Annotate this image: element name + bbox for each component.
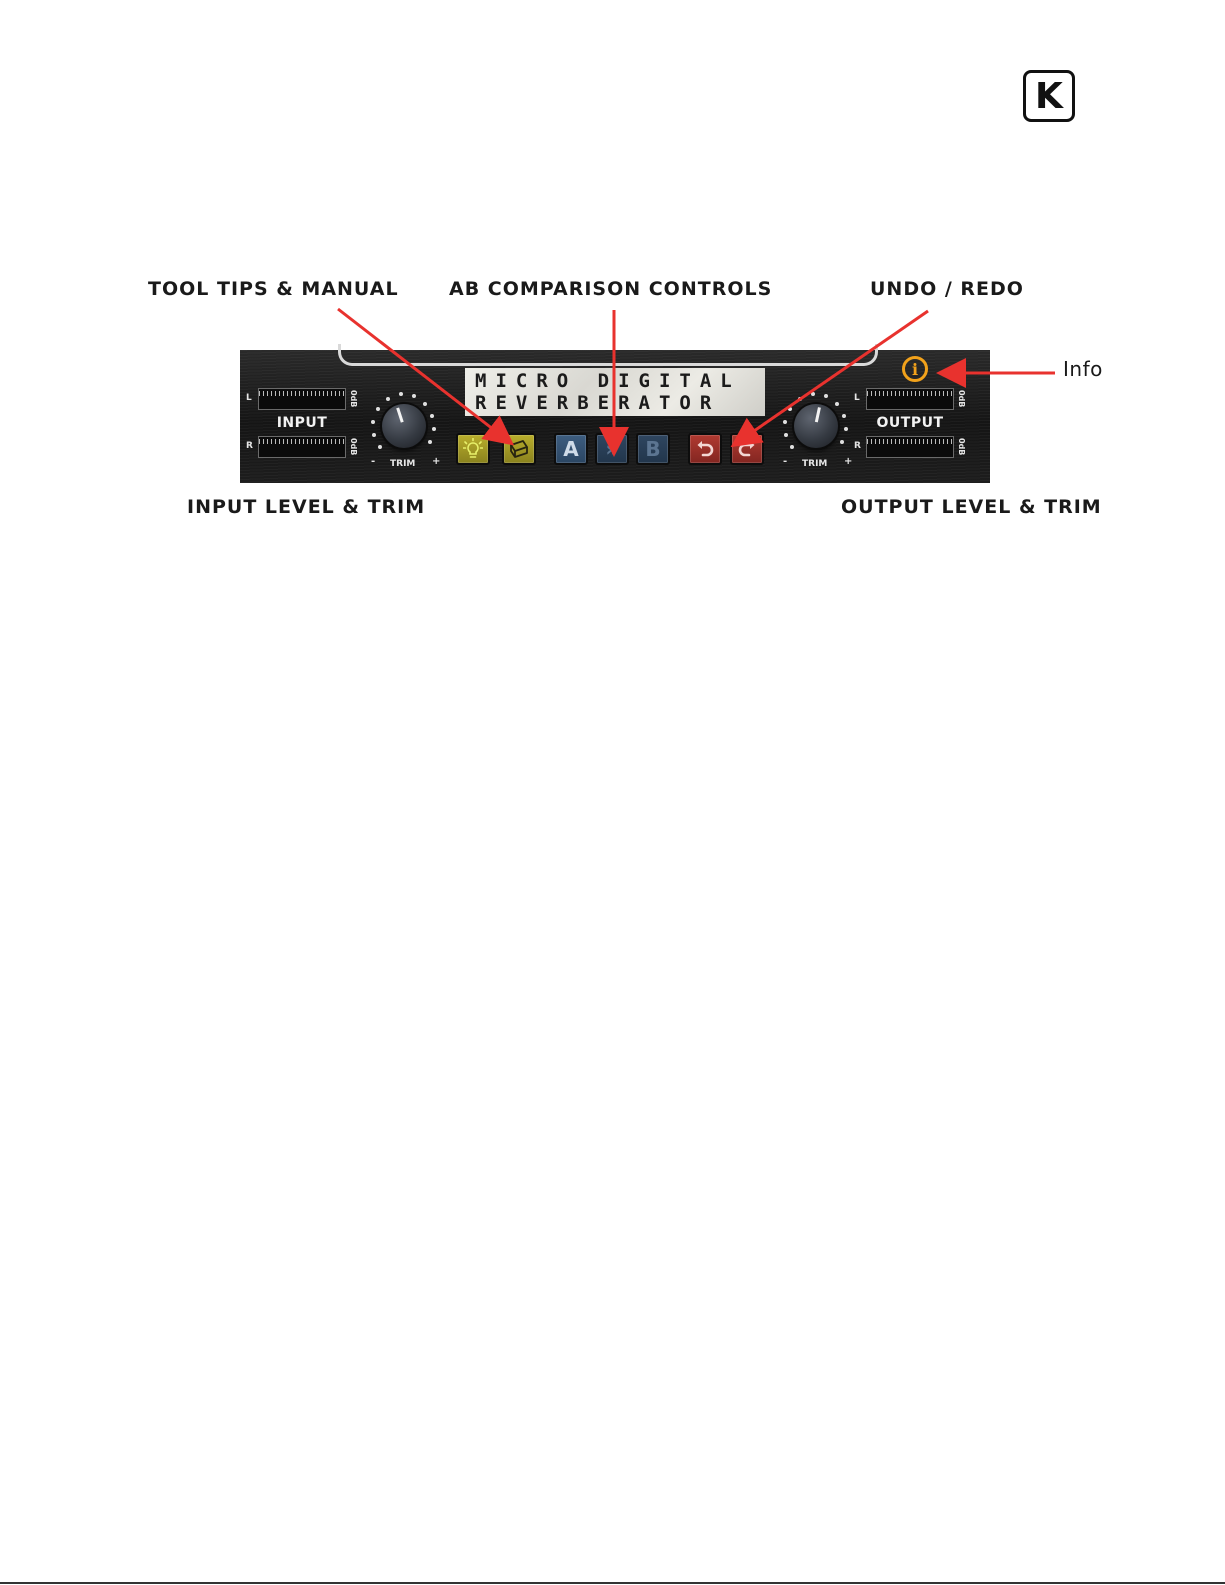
manual-button[interactable]	[502, 433, 536, 465]
input-trim-control: - TRIM +	[368, 390, 440, 472]
input-trim-knob[interactable]	[382, 404, 426, 448]
title-plate: MICRO DIGITAL REVERBERATOR	[465, 368, 765, 416]
preset-a-button[interactable]: A	[554, 433, 588, 465]
output-meter-left-db: 0dB	[957, 390, 966, 407]
input-meter-left	[258, 388, 346, 410]
output-meter-left	[866, 388, 954, 410]
output-trim-indicator	[815, 407, 821, 422]
output-trim-control: - TRIM +	[780, 390, 852, 472]
input-meter-left-label: L	[246, 393, 252, 403]
output-meter-title: OUTPUT	[866, 415, 954, 431]
undo-icon	[695, 439, 715, 459]
panel-tab-outline	[338, 344, 878, 366]
input-meter-left-db: 0dB	[349, 390, 358, 407]
input-meter-right	[258, 436, 346, 458]
output-meter-group: L 0dB OUTPUT R 0dB	[852, 386, 964, 462]
redo-button[interactable]	[730, 433, 764, 465]
output-trim-minus: -	[783, 456, 787, 467]
callout-undo-redo: UNDO / REDO	[870, 278, 1024, 300]
input-trim-label: TRIM	[390, 459, 415, 469]
callout-output-level: OUTPUT LEVEL & TRIM	[841, 496, 1102, 518]
callout-input-level: INPUT LEVEL & TRIM	[187, 496, 425, 518]
output-meter-right	[866, 436, 954, 458]
title-line-1: MICRO DIGITAL	[475, 370, 765, 392]
input-trim-minus: -	[371, 456, 375, 467]
lightbulb-icon	[463, 438, 483, 460]
input-trim-indicator	[396, 407, 403, 422]
page-bottom-rule	[0, 1582, 1225, 1584]
input-meter-right-label: R	[246, 441, 253, 451]
output-meter-right-db: 0dB	[957, 438, 966, 455]
brand-logo: K	[1023, 70, 1075, 122]
callout-tool-tips: TOOL TIPS & MANUAL	[148, 278, 399, 300]
output-trim-knob[interactable]	[794, 404, 838, 448]
preset-a-label: A	[563, 437, 578, 461]
input-meter-title: INPUT	[258, 415, 346, 431]
undo-button[interactable]	[688, 433, 722, 465]
info-button[interactable]: i	[902, 356, 928, 382]
output-trim-label: TRIM	[802, 459, 827, 469]
info-icon: i	[912, 360, 918, 379]
copy-a-to-b-button[interactable]: »	[595, 433, 629, 465]
input-meter-right-db: 0dB	[349, 438, 358, 455]
tooltips-button[interactable]	[456, 433, 490, 465]
preset-b-button[interactable]: B	[636, 433, 670, 465]
callout-ab-comparison: AB COMPARISON CONTROLS	[449, 278, 772, 300]
book-icon	[508, 439, 530, 459]
output-meter-left-label: L	[854, 393, 860, 403]
preset-b-label: B	[645, 437, 660, 461]
title-line-2: REVERBERATOR	[475, 392, 765, 414]
input-trim-plus: +	[432, 456, 440, 467]
input-meter-group: L 0dB INPUT R 0dB	[244, 386, 356, 462]
redo-icon	[737, 439, 757, 459]
callout-info: Info	[1063, 357, 1103, 381]
copy-arrow-icon: »	[606, 437, 619, 461]
plugin-header-panel: MICRO DIGITAL REVERBERATOR L 0dB INPUT R…	[240, 350, 990, 483]
output-meter-right-label: R	[854, 441, 861, 451]
